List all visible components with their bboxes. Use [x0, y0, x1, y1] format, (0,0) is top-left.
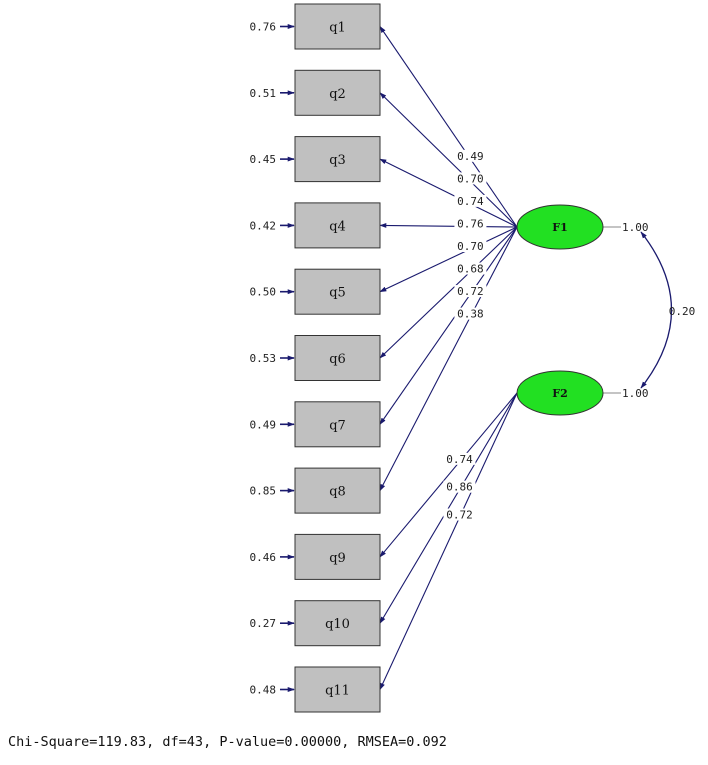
- observed-label-q11: q11: [325, 684, 350, 699]
- loading-value-F1-q4: 0.76: [457, 217, 484, 230]
- observed-box-q7: [294, 401, 381, 448]
- factor-variance-F1: 1.00: [622, 221, 649, 234]
- loading-value-F1-q2: 0.70: [457, 172, 484, 185]
- observed-box-q4: [294, 202, 381, 249]
- loading-label-bg: [454, 307, 487, 320]
- observed-box-q3: [294, 136, 381, 183]
- error-variance-q1: 0.76: [250, 21, 277, 34]
- error-variance-q9: 0.46: [250, 551, 277, 564]
- loading-value-F1-q1: 0.49: [457, 150, 484, 163]
- loading-arrow-F1-q2: [379, 92, 518, 228]
- loading-arrow-F1-q4: [379, 223, 518, 228]
- observed-label-q9: q9: [329, 551, 346, 566]
- loading-value-F2-q9: 0.74: [446, 453, 473, 466]
- error-variance-q10: 0.27: [250, 617, 277, 630]
- factor-label-F1: F1: [552, 221, 567, 234]
- factor-ellipse-F1: [516, 204, 604, 250]
- observed-label-q7: q7: [329, 418, 346, 433]
- loading-value-F2-q10: 0.86: [446, 481, 473, 494]
- observed-label-q8: q8: [329, 485, 346, 500]
- loading-arrow-F1-q7: [379, 226, 518, 425]
- loading-label-bg: [443, 480, 476, 493]
- observed-label-q6: q6: [329, 352, 346, 367]
- error-variance-q2: 0.51: [250, 87, 277, 100]
- loading-arrow-F2-q10: [379, 392, 518, 624]
- loading-value-F1-q8: 0.38: [457, 308, 484, 321]
- loading-label-bg: [454, 239, 487, 252]
- loading-label-bg: [443, 508, 476, 521]
- error-variance-q3: 0.45: [250, 153, 277, 166]
- observed-box-q11: [294, 666, 381, 713]
- factor-ellipse-F2: [516, 370, 604, 416]
- observed-label-q5: q5: [329, 286, 346, 301]
- observed-box-q1: [294, 3, 381, 50]
- factor-label-F2: F2: [552, 387, 567, 400]
- observed-label-q10: q10: [325, 617, 350, 632]
- loading-arrow-F2-q11: [379, 392, 518, 691]
- loading-label-bg: [443, 452, 476, 465]
- loading-value-F1-q3: 0.74: [457, 195, 484, 208]
- observed-label-q4: q4: [329, 219, 346, 234]
- error-variance-q5: 0.50: [250, 286, 277, 299]
- observed-box-q6: [294, 335, 381, 381]
- observed-box-q2: [294, 69, 381, 116]
- loading-arrow-F1-q6: [379, 226, 518, 359]
- loading-value-F1-q5: 0.70: [457, 240, 484, 253]
- error-variance-q8: 0.85: [250, 485, 277, 498]
- loading-arrow-F1-q5: [379, 226, 518, 293]
- observed-box-q8: [294, 467, 381, 514]
- loading-label-bg: [454, 172, 487, 185]
- observed-label-q3: q3: [329, 153, 346, 168]
- loading-value-F1-q7: 0.72: [457, 285, 484, 298]
- error-variance-q4: 0.42: [250, 219, 277, 232]
- error-variance-q6: 0.53: [250, 352, 277, 365]
- fit-statistics: Chi-Square=119.83, df=43, P-value=0.0000…: [8, 734, 447, 750]
- loading-label-bg: [454, 194, 487, 207]
- loading-arrow-F1-q8: [379, 226, 518, 492]
- observed-label-q1: q1: [329, 21, 346, 36]
- error-variance-q7: 0.49: [250, 418, 277, 431]
- loading-arrow-F2-q9: [379, 392, 518, 558]
- factor-variance-F2: 1.00: [622, 387, 649, 400]
- loading-arrow-F1-q1: [379, 25, 518, 228]
- observed-box-q9: [294, 533, 381, 580]
- factor-correlation-arc: [640, 231, 673, 389]
- observed-box-q10: [294, 600, 381, 647]
- loading-value-F1-q6: 0.68: [457, 263, 484, 276]
- error-variance-q11: 0.48: [250, 684, 277, 697]
- loading-label-bg: [454, 217, 487, 230]
- loading-label-bg: [454, 262, 487, 275]
- loading-label-bg: [454, 149, 487, 162]
- loading-label-bg: [454, 285, 487, 298]
- observed-label-q2: q2: [329, 87, 346, 102]
- observed-box-q5: [294, 268, 381, 315]
- loading-arrow-F1-q3: [379, 158, 518, 228]
- loading-value-F2-q11: 0.72: [446, 509, 473, 522]
- factor-correlation-value: 0.20: [669, 305, 696, 318]
